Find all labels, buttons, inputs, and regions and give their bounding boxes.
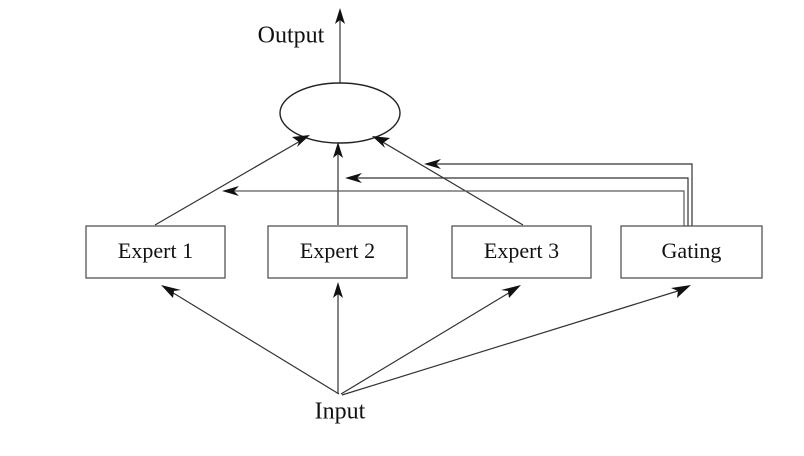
node-expert1-label: Expert 1 xyxy=(118,238,193,263)
edge-expert2-to-combiner xyxy=(333,142,343,225)
edge-input-to-expert3 xyxy=(340,285,521,395)
edge-input-to-expert1 xyxy=(161,285,340,395)
output-label: Output xyxy=(258,23,325,49)
edge-input-to-expert2 xyxy=(333,282,343,394)
edge-input-to-gating xyxy=(341,285,691,396)
node-expert3-label: Expert 3 xyxy=(484,238,559,263)
node-expert2-label: Expert 2 xyxy=(300,238,375,263)
input-label: Input xyxy=(315,399,366,425)
edge-gating-feedback-middle xyxy=(345,173,689,226)
edge-combiner-to-output xyxy=(335,8,345,84)
node-gating-label: Gating xyxy=(662,238,722,263)
combiner-ellipse[interactable] xyxy=(279,82,401,144)
node-expert2[interactable]: Expert 2 xyxy=(267,225,408,279)
node-expert3[interactable]: Expert 3 xyxy=(451,225,592,279)
edge-expert1-to-combiner xyxy=(154,135,310,226)
edge-gating-to-combiner xyxy=(424,159,693,226)
node-gating[interactable]: Gating xyxy=(620,225,763,279)
edge-expert3-to-combiner xyxy=(372,136,524,226)
node-expert1[interactable]: Expert 1 xyxy=(85,225,226,279)
edge-gating-feedback-lower xyxy=(222,186,685,226)
